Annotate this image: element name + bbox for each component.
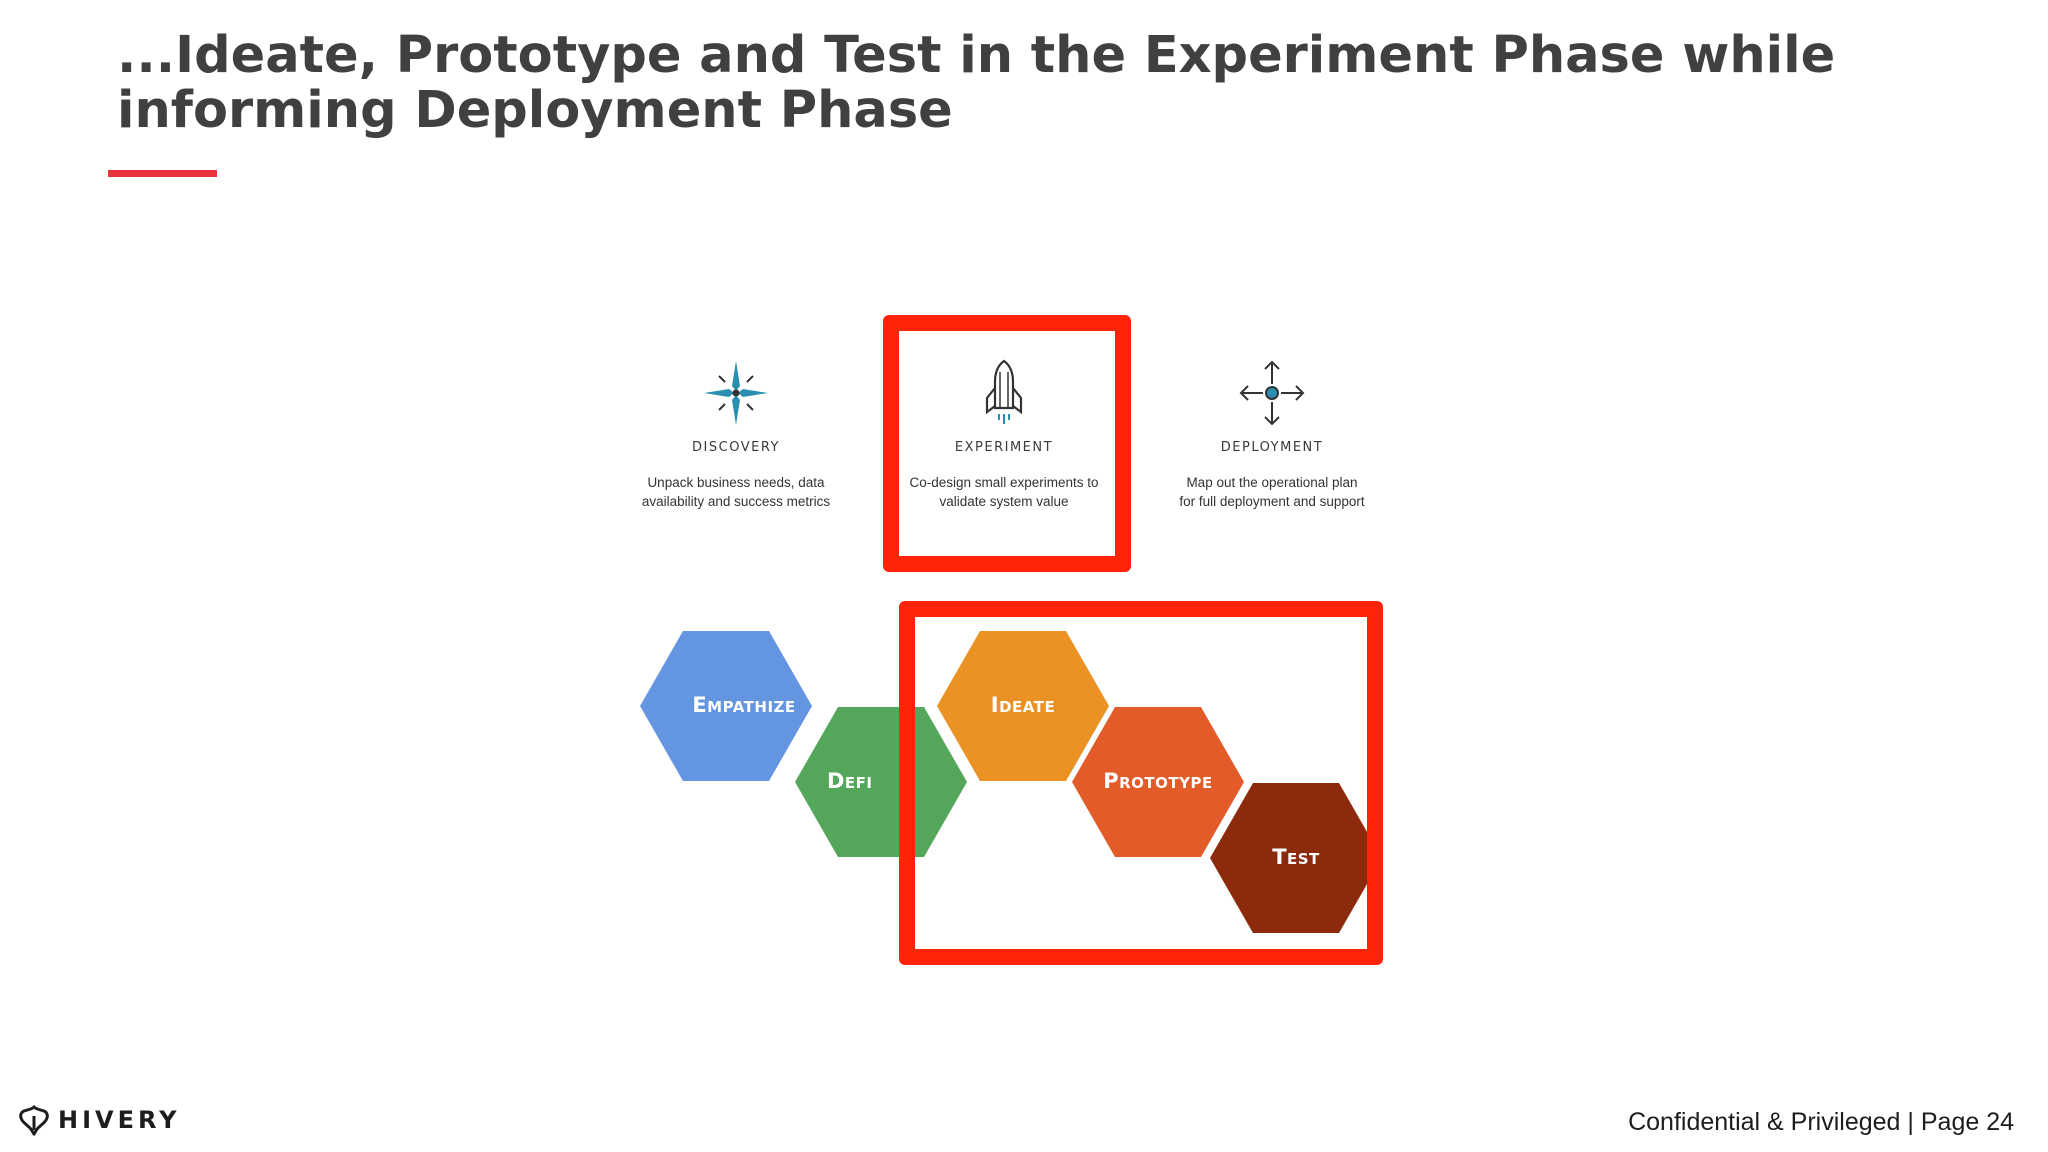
phase-deployment: DEPLOYMENT Map out the operational plan … <box>1172 358 1372 511</box>
design-thinking-diagram: Empathize Defi Ideate Prototype Test <box>640 631 1382 933</box>
hex-label: Prototype <box>1103 769 1213 793</box>
hex-empathize: Empathize <box>640 631 812 781</box>
phase-discovery: DISCOVERY Unpack business needs, data av… <box>636 358 836 511</box>
hex-define: Defi <box>795 707 967 857</box>
phase-description: Unpack business needs, data availability… <box>641 475 831 509</box>
phase-title: DISCOVERY <box>692 440 780 455</box>
hex-ideate: Ideate <box>937 631 1109 781</box>
slide-title: ...Ideate, Prototype and Test in the Exp… <box>117 26 1836 140</box>
title-underline <box>108 170 217 177</box>
hex-label: Empathize <box>692 693 795 717</box>
brand-name: HIVERY <box>58 1106 181 1134</box>
footer-text: Confidential & Privileged | Page 24 <box>1628 1108 2014 1137</box>
compass-icon <box>704 361 768 425</box>
rocket-icon <box>985 359 1023 424</box>
phase-experiment: EXPERIMENT Co-design small experiments t… <box>904 358 1104 511</box>
hex-label: Test <box>1272 845 1320 869</box>
hex-label: Defi <box>827 769 873 793</box>
hex-prototype: Prototype <box>1072 707 1244 857</box>
hex-test: Test <box>1210 783 1382 933</box>
hivery-logo-icon <box>19 1104 49 1136</box>
phase-description: Map out the operational plan for full de… <box>1179 475 1365 509</box>
stages-highlight-box <box>899 601 1383 965</box>
confidential-notice: Confidential & Privileged | <box>1628 1108 1914 1136</box>
phase-description: Co-design small experiments to validate … <box>909 475 1099 509</box>
hex-label: Ideate <box>991 693 1055 717</box>
phase-title: DEPLOYMENT <box>1220 440 1324 455</box>
phase-title: EXPERIMENT <box>954 440 1054 455</box>
brand-logo: HIVERY <box>18 1104 181 1136</box>
experiment-highlight-box <box>883 315 1131 572</box>
expand-arrows-icon <box>1239 360 1305 426</box>
page-number: Page 24 <box>1920 1108 2014 1136</box>
